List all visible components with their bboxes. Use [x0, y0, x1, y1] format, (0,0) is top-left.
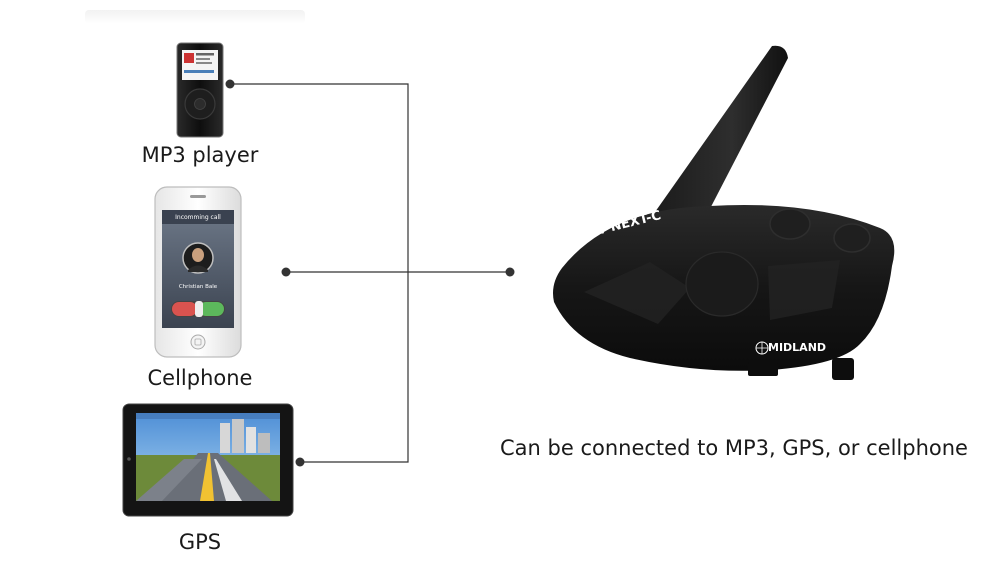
connector-dot-mp3: [225, 79, 235, 89]
connector-line-mp3-gps: [230, 83, 409, 463]
connector-dot-gps: [295, 457, 305, 467]
headset-image: [553, 45, 895, 380]
mp3-player-image: [176, 42, 224, 138]
mp3-player-label: MP3 player: [141, 143, 259, 167]
cellphone-label: Cellphone: [147, 366, 253, 390]
gps-label: GPS: [178, 530, 222, 554]
diagram-caption: Can be connected to MP3, GPS, or cellpho…: [500, 436, 968, 460]
top-shadow: [85, 10, 305, 24]
phone-screen-title: Incomming call: [175, 214, 221, 221]
gps-image: [122, 403, 294, 517]
connector-dot-headset: [505, 267, 515, 277]
cellphone-image: [154, 186, 242, 358]
headset-brand-text: MIDLAND: [768, 341, 827, 354]
phone-caller-name: Christian Bale: [178, 284, 218, 290]
connector-lines: [230, 83, 508, 463]
connector-dot-phone: [281, 267, 291, 277]
